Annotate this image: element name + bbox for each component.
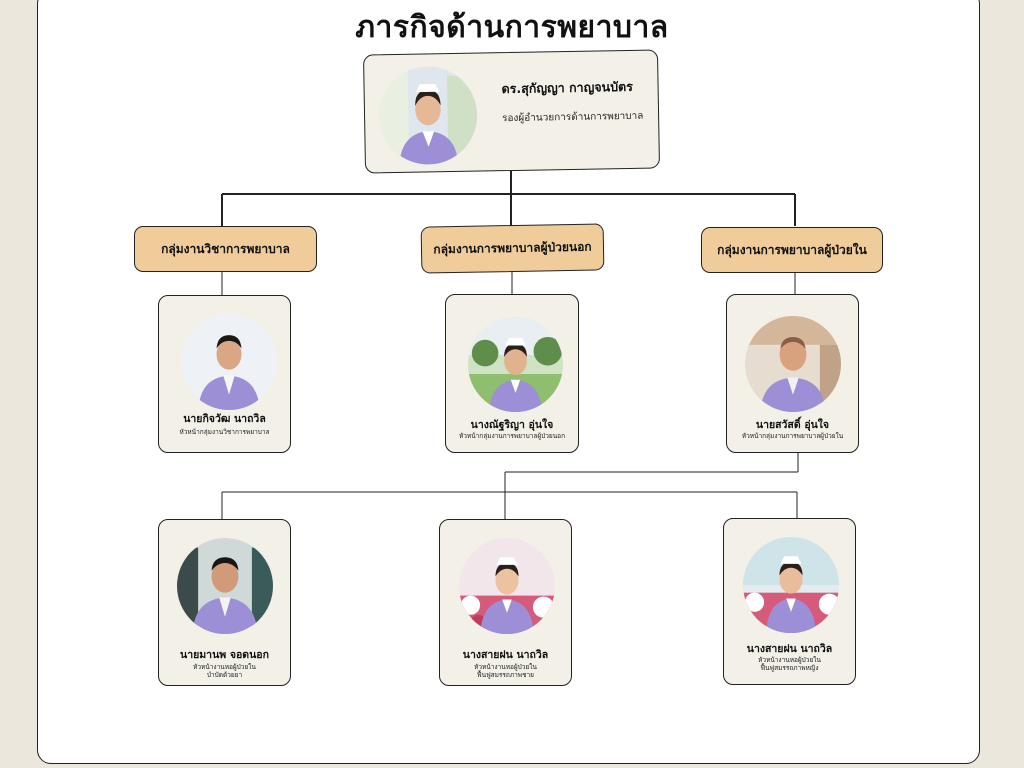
person-role-line1: หัวหน้างานหอผู้ป่วยใน	[474, 663, 537, 671]
person-role-line2: บำบัดด้วยยา	[206, 671, 243, 679]
group-inpatient-nursing: กลุ่มงานการพยาบาลผู้ป่วยใน	[701, 227, 883, 273]
head-card-inpatient: นายสวัสดิ์ อุ่นใจ หัวหน้ากลุ่มงานการพยาบ…	[726, 294, 859, 453]
unit-card-male-rehab: นางสายฝน นาถวิล หัวหน้างานหอผู้ป่วยใน ฟื…	[439, 519, 572, 686]
person-photo	[468, 317, 563, 412]
director-photo	[378, 65, 478, 166]
person-role-line1: หัวหน้างานหอผู้ป่วยใน	[193, 663, 256, 671]
page-title: ภารกิจด้านการพยาบาล	[355, 10, 669, 45]
person-role: หัวหน้ากลุ่มงานวิชาการพยาบาล	[179, 428, 270, 436]
person-name: นายมานพ จอดนอก	[180, 649, 269, 661]
person-photo	[181, 314, 277, 410]
person-photo	[745, 316, 841, 412]
unit-card-female-rehab: นางสายฝน นาถวิล หัวหน้างานหอผู้ป่วยใน ฟื…	[723, 518, 856, 685]
person-role-line1: หัวหน้างานหอผู้ป่วยใน	[758, 656, 821, 664]
person-role-line2: ฟื้นฟูสมรรถภาพหญิง	[760, 664, 819, 672]
unit-card-drug-therapy: นายมานพ จอดนอก หัวหน้างานหอผู้ป่วยใน บำบ…	[158, 519, 291, 686]
person-name: นางณัฐริญา อุ่นใจ	[470, 419, 554, 431]
director-name: ดร.สุกัญญา กาญจนบัตร	[501, 78, 634, 97]
head-card-academic: นายกิจวัฒ นาถวิล หัวหน้ากลุ่มงานวิชาการพ…	[158, 295, 291, 453]
director-card: ดร.สุกัญญา กาญจนบัตร รองผู้อำนวยการด้านก…	[362, 49, 661, 174]
person-name: นางสายฝน นาถวิล	[746, 643, 833, 655]
director-role: รองผู้อำนวยการด้านการพยาบาล	[502, 110, 644, 125]
person-photo	[459, 538, 555, 634]
group-nursing-academic: กลุ่มงานวิชาการพยาบาล	[134, 226, 317, 272]
person-role: หัวหน้ากลุ่มงานการพยาบาลผู้ป่วยใน	[741, 432, 844, 440]
group-outpatient-nursing: กลุ่มงานการพยาบาลผู้ป่วยนอก	[420, 223, 605, 274]
person-photo	[743, 537, 839, 633]
person-name: นายกิจวัฒ นาถวิล	[183, 413, 266, 425]
person-name: นายสวัสดิ์ อุ่นใจ	[755, 419, 830, 431]
person-role-line2: ฟื้นฟูสมรรถภาพชาย	[477, 671, 534, 679]
person-name: นางสายฝน นาถวิล	[462, 649, 549, 661]
person-role: หัวหน้ากลุ่มงานการพยาบาลผู้ป่วยนอก	[458, 432, 566, 440]
person-photo	[177, 538, 273, 634]
head-card-outpatient: นางณัฐริญา อุ่นใจ หัวหน้ากลุ่มงานการพยาบ…	[445, 294, 579, 453]
